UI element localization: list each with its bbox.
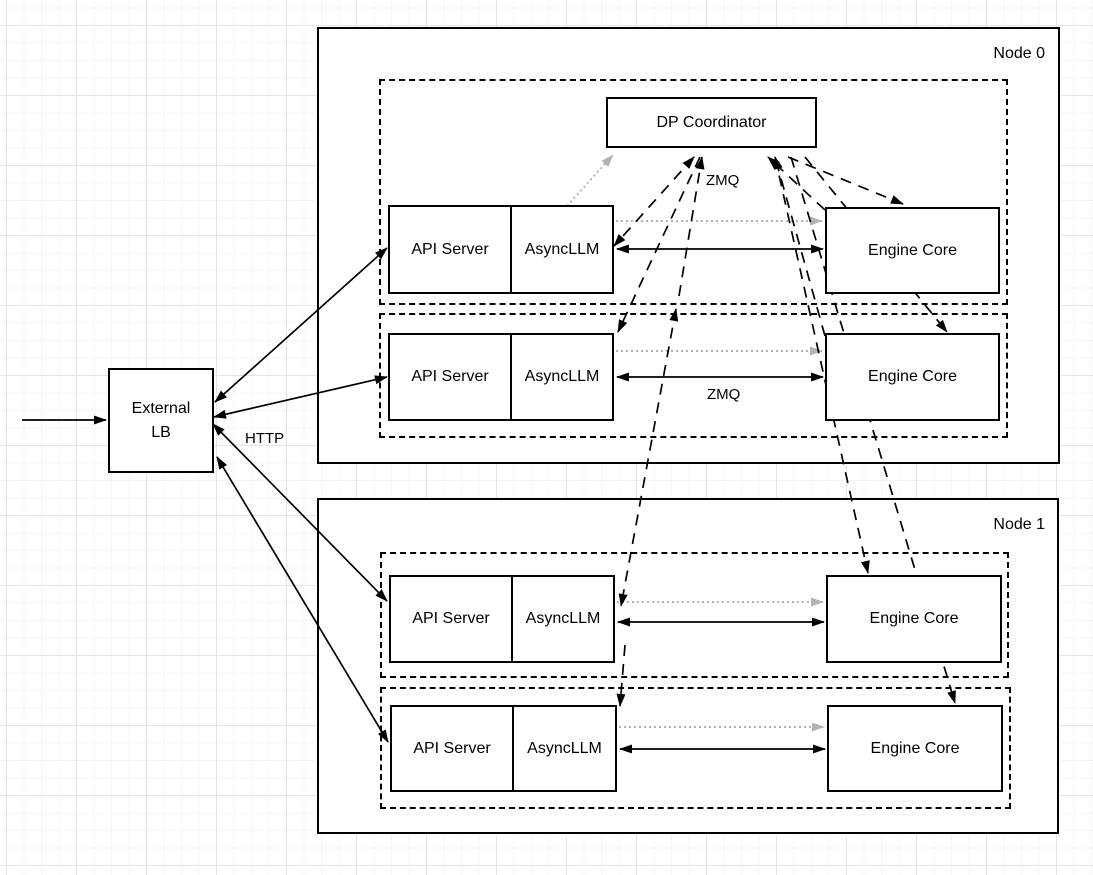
engine-core-box-node1-row2: Engine Core	[827, 705, 1003, 792]
api-async-box-node0-row2: API Server AsyncLLM	[388, 333, 614, 421]
external-lb-label: External LB	[131, 400, 191, 441]
api-async-box-node1-row2: API Server AsyncLLM	[390, 705, 617, 792]
arrow-lb-api-node1-row2	[216, 456, 389, 743]
async-llm-box: AsyncLLM	[513, 577, 613, 661]
async-llm-box: AsyncLLM	[512, 207, 612, 292]
dashed-engine-node0-row2-to-coord	[773, 156, 826, 337]
dp-coordinator-box: DP Coordinator	[606, 97, 817, 148]
dotted-async-coordinator	[566, 154, 614, 207]
api-server-label: API Server	[412, 610, 490, 628]
async-llm-label: AsyncLLM	[524, 368, 600, 386]
engine-core-label: Engine Core	[870, 739, 960, 757]
http-label: HTTP	[245, 430, 285, 447]
async-llm-box: AsyncLLM	[514, 707, 615, 790]
dashed-async-node1-coord-upper	[678, 156, 705, 297]
external-lb-box: External LB	[108, 368, 214, 473]
engine-core-box-node1-row1: Engine Core	[826, 575, 1002, 663]
async-llm-label: AsyncLLM	[524, 240, 600, 258]
engine-core-label: Engine Core	[868, 241, 957, 259]
api-server-box: API Server	[390, 335, 512, 419]
engine-core-box-node0-row1: Engine Core	[825, 207, 1000, 294]
arrow-lb-api-node0-row2	[213, 375, 388, 419]
api-server-box: API Server	[391, 577, 513, 661]
async-llm-box: AsyncLLM	[512, 335, 612, 419]
api-server-box: API Server	[390, 207, 512, 292]
api-server-label: API Server	[411, 368, 489, 386]
api-async-box-node0-row1: API Server AsyncLLM	[388, 205, 614, 294]
dashed-coord-async-node0-row1	[613, 156, 695, 247]
arrow-lb-api-node1-row1	[212, 423, 388, 602]
dashed-coord-to-engine-node0-row1	[787, 156, 904, 205]
zmq-label-row: ZMQ	[707, 386, 741, 403]
engine-core-box-node0-row2: Engine Core	[825, 333, 1000, 421]
engine-core-label: Engine Core	[869, 610, 959, 628]
dashed-coord-async-node1-row2	[616, 644, 626, 707]
node0-title: Node 0	[993, 45, 1045, 62]
api-server-box: API Server	[392, 707, 514, 790]
api-async-box-node1-row1: API Server AsyncLLM	[389, 575, 615, 663]
arrow-lb-api-node0-row1	[214, 247, 388, 403]
zmq-label-coordinator: ZMQ	[706, 172, 740, 189]
node1-title: Node 1	[993, 516, 1045, 533]
engine-core-label: Engine Core	[868, 368, 957, 386]
dashed-coord-async-node0-row2	[617, 156, 701, 333]
api-server-label: API Server	[411, 240, 489, 258]
async-llm-label: AsyncLLM	[527, 739, 602, 757]
async-llm-label: AsyncLLM	[525, 610, 601, 628]
dashed-coord-to-engine-node1-row1	[774, 156, 870, 574]
api-server-label: API Server	[413, 739, 491, 757]
dashed-coord-async-node1-row1	[618, 308, 679, 607]
dp-coordinator-label: DP Coordinator	[656, 113, 767, 131]
